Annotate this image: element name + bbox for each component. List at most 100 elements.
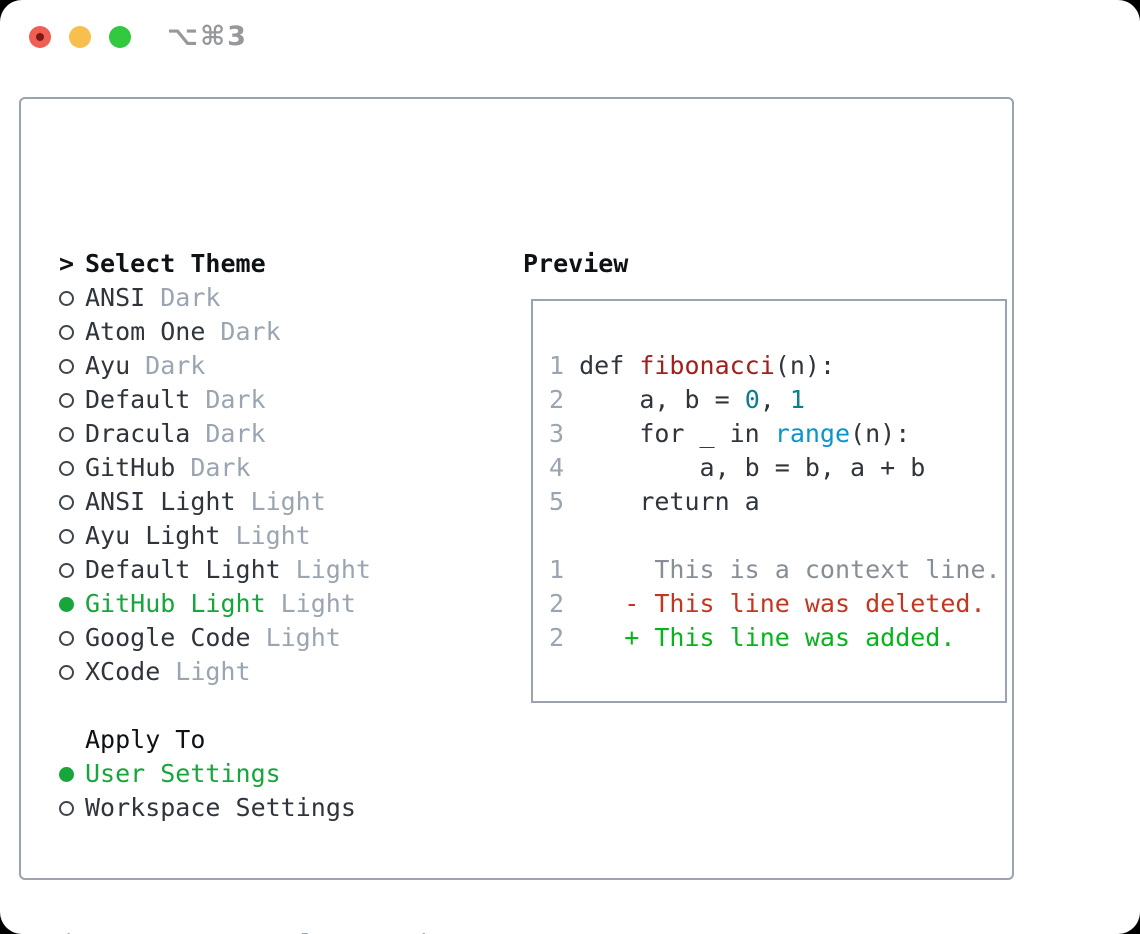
apply-option-workspace-settings[interactable]: Workspace Settings (59, 791, 480, 825)
line-number: 1 (549, 351, 565, 380)
theme-option-github[interactable]: GitHub Dark (59, 451, 480, 485)
theme-option-label: Ayu (85, 351, 131, 380)
theme-option-ayu[interactable]: Ayu Dark (59, 349, 480, 383)
radio-unselected-icon (59, 426, 85, 442)
line-number: 1 (549, 555, 565, 584)
radio-circle (59, 562, 74, 578)
radio-circle (59, 596, 74, 612)
code-token: a, b = (564, 385, 745, 414)
code-token: - This line was deleted. (564, 589, 986, 618)
help-line-1: (Use Enter to select, Tab to (59, 927, 480, 934)
radio-unselected-icon (59, 290, 85, 306)
radio-unselected-icon (59, 358, 85, 374)
theme-option-github-light[interactable]: GitHub Light Light (59, 587, 480, 621)
code-token: return a (564, 487, 760, 516)
theme-variant-label: Light (250, 487, 326, 516)
radio-circle (59, 766, 74, 782)
line-number: 2 (549, 385, 565, 414)
code-token: 1 (789, 385, 805, 414)
theme-variant-label: Dark (220, 317, 281, 346)
apply-option-user-settings[interactable]: User Settings (59, 757, 480, 791)
code-line (549, 519, 1005, 553)
help-text: (Use Enter to select, Tab to change focu… (59, 859, 480, 934)
theme-option-label: ANSI (85, 283, 146, 312)
theme-option-atom-one[interactable]: Atom One Dark (59, 315, 480, 349)
radio-circle (59, 358, 74, 374)
code-token: (n): (774, 351, 836, 380)
theme-variant-label: Dark (145, 351, 206, 380)
zoom-button[interactable] (109, 26, 131, 48)
theme-option-ayu-light[interactable]: Ayu Light Light (59, 519, 480, 553)
radio-circle (59, 528, 74, 544)
code-line: 4 a, b = b, a + b (549, 451, 1005, 485)
theme-option-label: Default (85, 385, 191, 414)
apply-option-label: User Settings (85, 759, 281, 788)
theme-variant-label: Light (280, 589, 356, 618)
code-token: range (774, 419, 851, 448)
theme-option-label: GitHub Light (85, 589, 266, 618)
radio-selected-icon (59, 766, 85, 782)
close-button[interactable] (29, 26, 51, 48)
radio-circle (59, 290, 74, 306)
radio-unselected-icon (59, 528, 85, 544)
traffic-lights (29, 26, 131, 48)
radio-circle (59, 324, 74, 340)
code-token: a, b = b, a + b (564, 453, 926, 482)
theme-option-label: GitHub (85, 453, 176, 482)
window-shortcut-label: ⌥⌘3 (167, 21, 248, 52)
theme-variant-label: Light (235, 521, 311, 550)
radio-unselected-icon (59, 460, 85, 476)
line-number: 5 (549, 487, 565, 516)
code-token: This is a context line. (564, 555, 1001, 584)
line-number: 3 (549, 419, 565, 448)
radio-circle (59, 494, 74, 510)
close-dot-icon (36, 33, 44, 41)
radio-unselected-icon (59, 392, 85, 408)
radio-circle (59, 460, 74, 476)
code-token: for _ in (564, 419, 775, 448)
radio-unselected-icon (59, 562, 85, 578)
radio-circle (59, 426, 74, 442)
code-line: 2 + This line was added. (549, 621, 1005, 655)
radio-unselected-icon (59, 630, 85, 646)
theme-option-label: Default Light (85, 555, 281, 584)
radio-circle (59, 392, 74, 408)
code-line: 2 - This line was deleted. (549, 587, 1005, 621)
radio-unselected-icon (59, 494, 85, 510)
theme-variant-label: Light (265, 623, 341, 652)
theme-variant-label: Dark (190, 453, 251, 482)
radio-unselected-icon (59, 800, 85, 816)
code-token: , (759, 385, 790, 414)
theme-section-title: Select Theme (85, 249, 266, 278)
theme-variant-label: Light (295, 555, 371, 584)
line-number: 2 (549, 589, 565, 618)
line-number: 2 (549, 623, 565, 652)
cursor-icon: > (59, 249, 75, 278)
theme-option-label: XCode (85, 657, 161, 686)
theme-variant-label: Dark (160, 283, 221, 312)
preview-title: Preview (523, 249, 629, 278)
theme-option-label: Atom One (85, 317, 206, 346)
code-token: 0 (744, 385, 760, 414)
apply-section-title: Apply To (85, 725, 206, 754)
minimize-button[interactable] (69, 26, 91, 48)
code-token: def (564, 351, 640, 380)
theme-option-ansi[interactable]: ANSI Dark (59, 281, 480, 315)
theme-option-label: Dracula (85, 419, 191, 448)
line-number: 4 (549, 453, 565, 482)
code-token: + This line was added. (564, 623, 956, 652)
theme-option-label: Ayu Light (85, 521, 221, 550)
apply-option-label: Workspace Settings (85, 793, 356, 822)
theme-option-default-light[interactable]: Default Light Light (59, 553, 480, 587)
